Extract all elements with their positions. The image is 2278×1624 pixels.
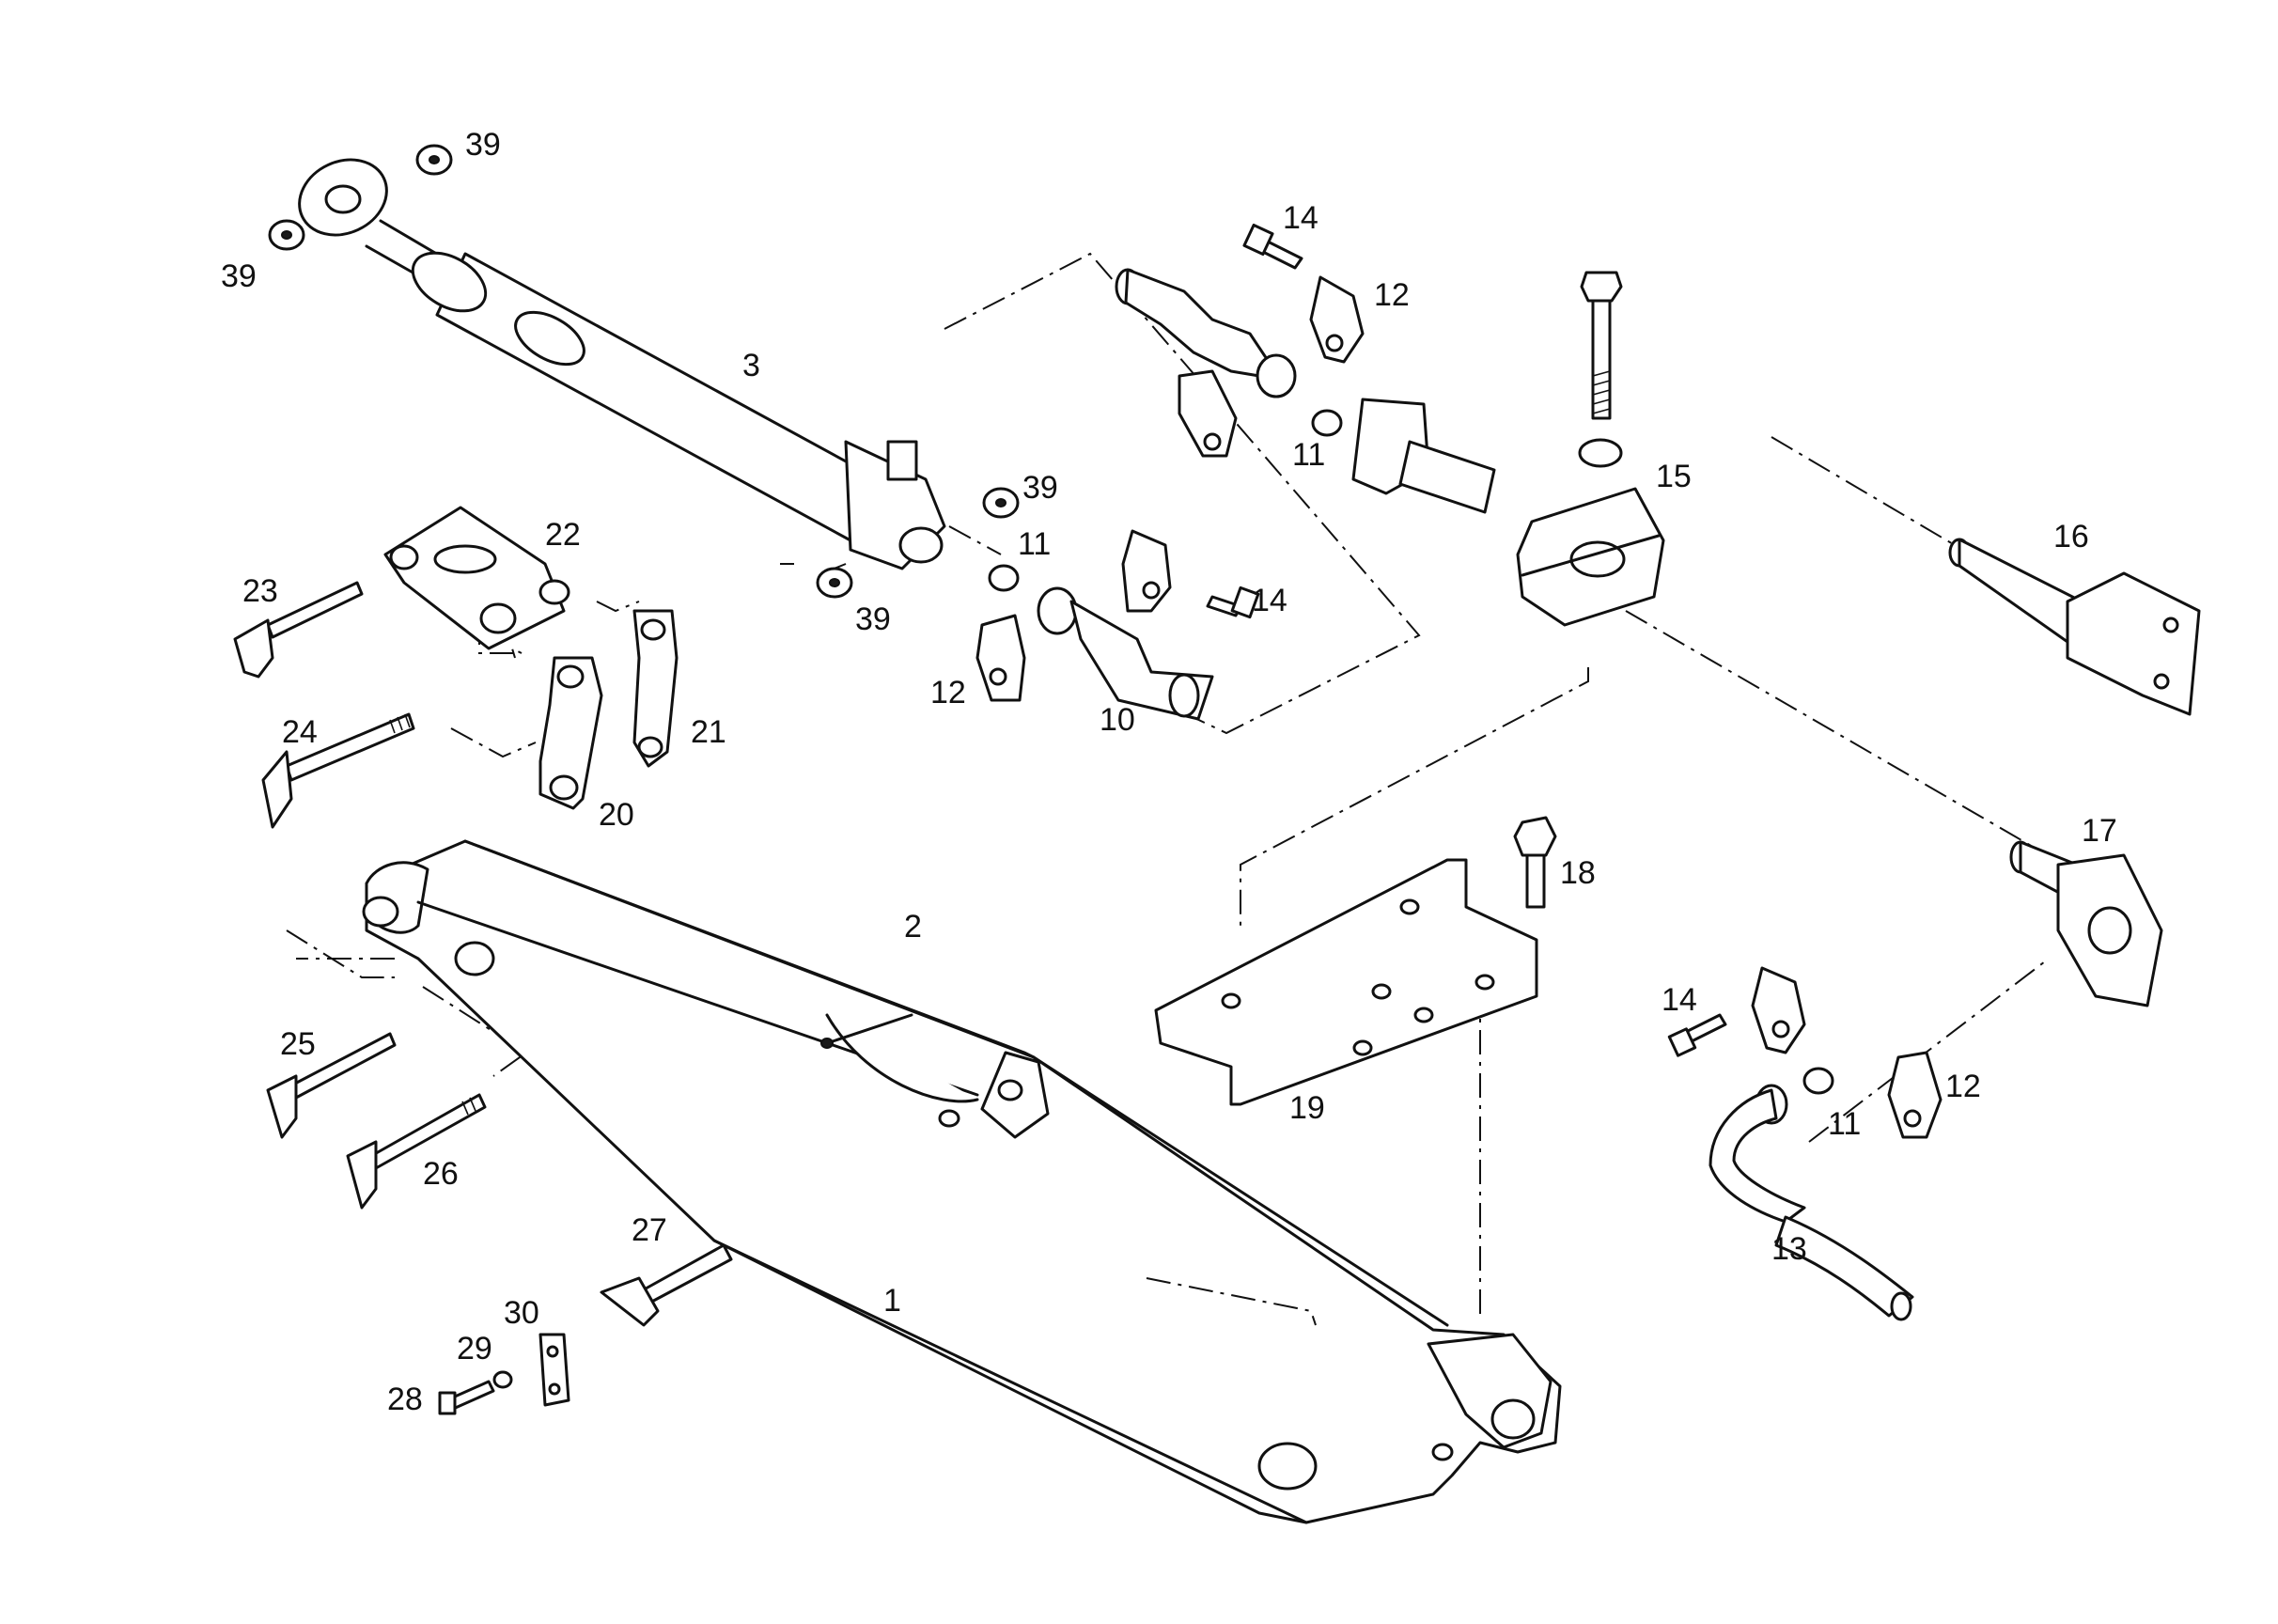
link-21 [632, 609, 679, 768]
washer-29 [492, 1370, 513, 1389]
callout-24: 24 [282, 714, 318, 750]
callout-26: 26 [423, 1156, 459, 1192]
callout-12-c: 12 [1945, 1069, 1981, 1104]
callout-labels: 39 39 39 39 3 11 14 14 14 12 12 12 10 11… [221, 127, 2117, 1417]
lube-fitting-2 [820, 1013, 913, 1049]
pin-25 [266, 1032, 397, 1139]
callout-39-left: 39 [221, 258, 257, 294]
callout-12-a: 12 [930, 675, 966, 710]
hose-end-16 [1948, 538, 2201, 716]
callout-27: 27 [632, 1212, 667, 1248]
callout-18: 18 [1560, 855, 1596, 891]
hose-end-17 [2009, 840, 2163, 1007]
o-ring-11 [988, 409, 1834, 1095]
bolt-28 [438, 1380, 495, 1415]
link-assembly-22 [383, 506, 570, 650]
callout-12-b: 12 [1374, 277, 1410, 313]
callout-11-c: 11 [1828, 1106, 1861, 1142]
callout-17: 17 [2082, 813, 2117, 849]
hose-fitting-10 [1037, 586, 1214, 721]
washer-39 [268, 144, 1020, 599]
callout-16: 16 [2053, 519, 2089, 554]
link-20 [538, 656, 603, 810]
callout-3: 3 [742, 348, 760, 383]
hose-13 [1708, 1084, 1914, 1321]
callout-21: 21 [691, 714, 726, 750]
boom-arm-1 [362, 839, 1562, 1524]
callout-13: 13 [1771, 1231, 1807, 1267]
callout-15: 15 [1656, 459, 1692, 494]
lock-plate-30 [538, 1333, 570, 1407]
pipe-clamp-15 [1516, 271, 1665, 627]
callout-10: 10 [1100, 702, 1135, 738]
callout-11-b: 11 [1292, 437, 1325, 473]
split-flange-12 [975, 275, 1943, 1139]
callout-30: 30 [504, 1295, 539, 1331]
callout-14-c: 14 [1662, 982, 1697, 1018]
callout-11-a: 11 [1018, 526, 1051, 562]
callout-14-a: 14 [1252, 583, 1287, 618]
pin-27 [600, 1243, 733, 1327]
pin-23 [233, 581, 364, 679]
pin-24 [261, 712, 415, 829]
callout-1: 1 [883, 1283, 901, 1319]
mounting-plate-19 [1154, 816, 1557, 1106]
callout-19: 19 [1289, 1090, 1325, 1126]
callout-23: 23 [242, 573, 278, 609]
callout-28: 28 [387, 1382, 423, 1417]
callout-39-right: 39 [1022, 470, 1058, 506]
callout-39-top: 39 [465, 127, 501, 163]
callout-20: 20 [599, 797, 634, 833]
pin-26 [346, 1093, 487, 1210]
callout-25: 25 [280, 1026, 316, 1062]
hydraulic-cylinder [298, 158, 946, 570]
callout-22: 22 [545, 517, 581, 553]
screw-14 [1206, 223, 1727, 1057]
callout-2: 2 [904, 909, 922, 945]
hose-fitting-upper [1115, 268, 1496, 514]
callout-29: 29 [457, 1331, 492, 1366]
callout-14-b: 14 [1283, 200, 1318, 236]
callout-39-lower: 39 [855, 601, 891, 637]
